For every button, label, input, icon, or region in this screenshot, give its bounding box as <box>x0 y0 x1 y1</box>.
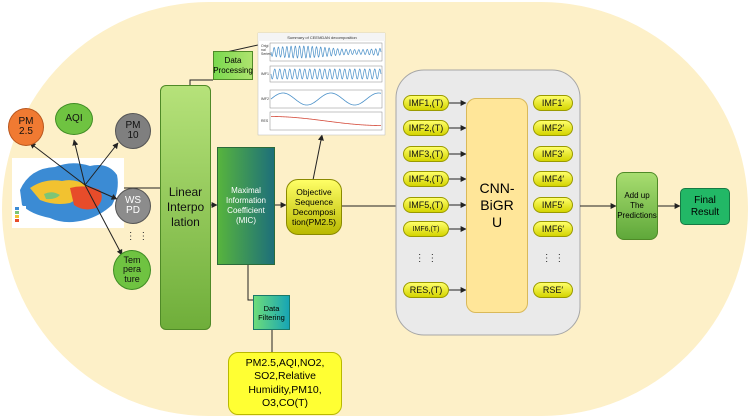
mic-box: Maximal Information Coefficient (MIC) <box>217 147 275 265</box>
arrow-map-wspd <box>84 184 118 200</box>
data-filtering-box: Data Filtering <box>253 295 290 330</box>
imf2-line <box>270 92 382 106</box>
cnn-bigru-box: CNN- BiGR U <box>466 98 528 313</box>
imf-input-item: IMF3,(T) <box>403 146 449 162</box>
china-map-image <box>12 158 124 228</box>
arrow-osd-plot <box>312 134 324 181</box>
imf-output-item: IMF2′ <box>533 120 573 136</box>
plot-title-bar <box>258 33 385 41</box>
imf-output-item: IMF4′ <box>533 171 573 187</box>
imf-output-item: IMF1′ <box>533 95 573 111</box>
imf-output-item: RSE′ <box>533 282 573 298</box>
imf-input-item: IMF4,(T) <box>403 171 449 187</box>
imf-output-item: IMF6′ <box>533 221 573 237</box>
imf-input-item: RES,(T) <box>403 282 449 298</box>
original-series-line <box>270 45 382 59</box>
arrow-map-aqi <box>72 139 86 186</box>
cloud-aqi: AQI <box>55 103 93 135</box>
add-up-predictions-box: Add up The Predictions <box>616 172 658 240</box>
imf-output-item: IMF5′ <box>533 197 573 213</box>
imf-output-item: IMF3′ <box>533 146 573 162</box>
plot-label-res: RES <box>261 119 269 123</box>
plot-label-imf2: IMF2 <box>261 97 269 101</box>
imf-input-item: IMF6,(T) <box>403 221 449 237</box>
connector-mic-datafiltering <box>247 265 255 301</box>
arrow-map-pm25 <box>29 142 86 186</box>
final-result-box: Final Result <box>680 188 730 225</box>
imf-input-item: IMF1,(T) <box>403 95 449 111</box>
imf1-line <box>270 68 382 80</box>
cloud-wspd: WS PD <box>115 188 151 224</box>
imf-output-ellipsis: ⋮ ⋮ <box>541 252 565 264</box>
cloud-temperature: Tem pera ture <box>113 250 151 290</box>
res-line <box>271 116 381 126</box>
imf-input-arrows <box>449 100 467 293</box>
arrow-map-temperature <box>84 184 123 256</box>
connector-linear-dataprocessing <box>189 79 213 85</box>
cloud-pm10: PM 10 <box>115 113 151 149</box>
imf-input-ellipsis: ⋮ ⋮ <box>414 252 438 264</box>
arrow-map-pm10 <box>84 142 119 186</box>
data-processing-box: Data Processing <box>213 51 253 80</box>
plot-label-imf1: IMF1 <box>261 72 269 76</box>
selected-features-box: PM2.5,AQI,NO2, SO2,Relative Humidity,PM1… <box>228 352 342 415</box>
cloud-pm25: PM 2.5 <box>8 108 44 146</box>
objective-sequence-decomposition-box: Objective Sequence Decomposi tion(PM2.5) <box>286 179 342 235</box>
clouds-ellipsis: ⋮ ⋮ <box>125 230 149 242</box>
imf-input-item: IMF5,(T) <box>403 197 449 213</box>
plot-title: Summary of CEEMDAN decomposition <box>287 35 357 40</box>
linear-interpolation-box: Linear Interpo lation <box>160 85 211 330</box>
imf-input-item: IMF2,(T) <box>403 120 449 136</box>
